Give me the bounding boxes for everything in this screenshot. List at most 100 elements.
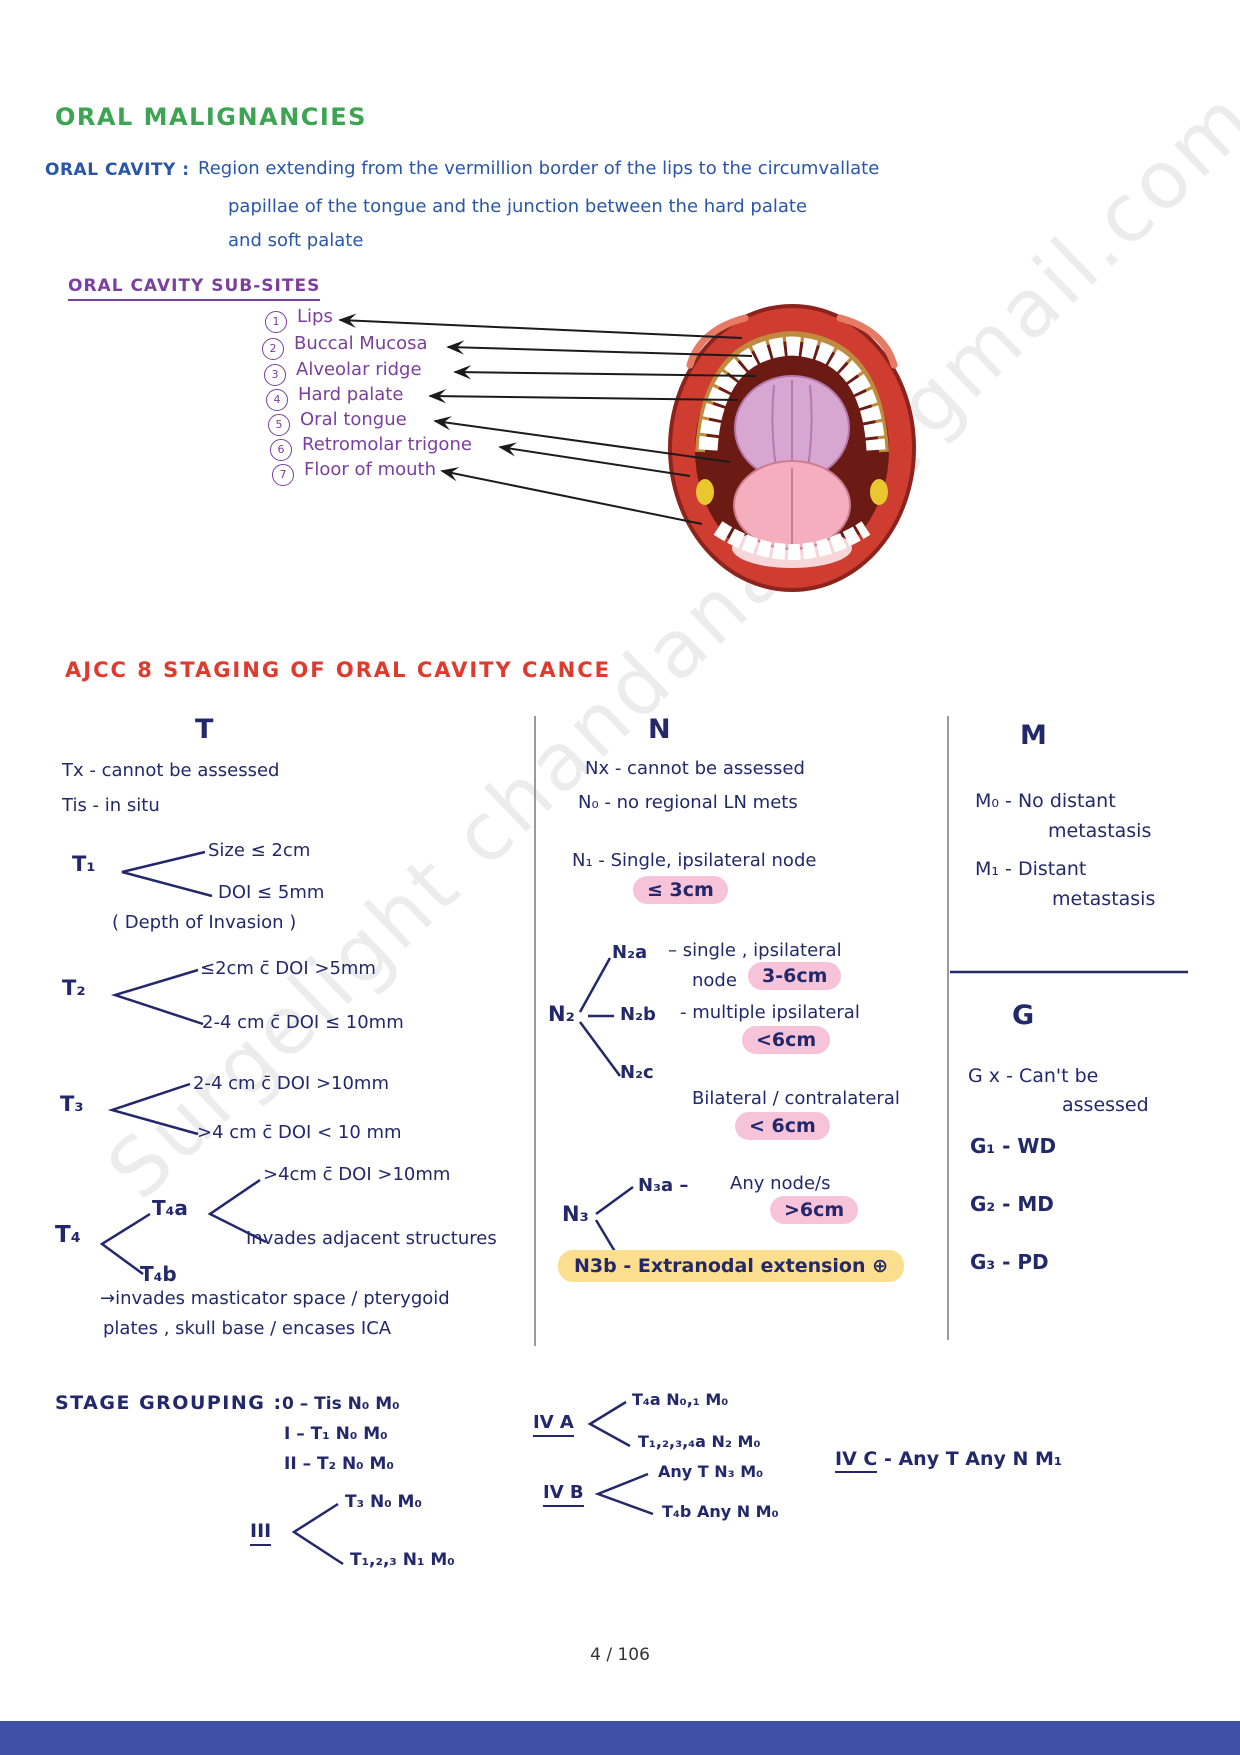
arrow-floor-of-mouth [440,467,703,525]
definition-label: ORAL CAVITY : [45,160,190,180]
definition-line2: papillae of the tongue and the junction … [228,196,808,217]
arrow-retromolar-trigone [498,442,691,477]
g1-definition: G₁ - WD [970,1134,1057,1158]
item-number: 6 [270,438,292,461]
item-number: 5 [268,413,290,436]
subsite-label: Buccal Mucosa [294,333,428,354]
footer-bar [0,1721,1240,1755]
subsite-label: Lips [297,306,333,327]
t1-upper: Size ≤ 2cm [208,840,311,861]
n2b-size-highlight: <6cm [742,1026,831,1054]
branch-stage4a [587,1400,631,1448]
g2-definition: G₂ - MD [970,1192,1054,1216]
stage-1-row: I – T₁ N₀ M₀ [284,1424,388,1444]
stage-3-label: III [250,1520,272,1546]
n2c-label: N₂c [620,1062,654,1083]
n3a-label: N₃a – [638,1175,689,1196]
nx-definition: Nx - cannot be assessed [585,758,805,779]
item-number: 7 [272,463,294,486]
t4a-upper: >4cm c̄ DOI >10mm [263,1164,451,1185]
n3-label: N₃ [562,1202,589,1226]
t1-lower: DOI ≤ 5mm [218,882,325,903]
n1-size-highlight: ≤ 3cm [633,876,728,904]
list-item: 5 Oral tongue [268,409,407,436]
arrow-oral-tongue [433,416,731,463]
stage-4b-label: IV B [543,1482,584,1507]
t3-label: T₃ [60,1092,84,1116]
t-header: T [195,714,214,745]
retromolar-trigone-left [696,479,714,505]
g3-definition: G₃ - PD [970,1250,1049,1274]
stage-4a-upper: T₄a N₀,₁ M₀ [632,1390,729,1409]
m1-line2: metastasis [1052,888,1156,910]
stage-4c-text: - Any T Any N M₁ [883,1448,1063,1470]
t1-note: ( Depth of Invasion ) [112,912,297,933]
t4-label: T₄ [55,1222,81,1248]
m1-line1: M₁ - Distant [975,858,1087,880]
stage-4c-row: IV C - Any T Any N M₁ [835,1448,1063,1473]
stage-grouping-heading: STAGE GROUPING : [55,1392,283,1414]
stage-3-upper: T₃ N₀ M₀ [345,1492,422,1512]
t3-lower: >4 cm c̄ DOI < 10 mm [197,1122,402,1143]
subsite-label: Hard palate [298,384,404,405]
n2a-size-highlight: 3-6cm [748,962,842,990]
stage-4a-label: IV A [533,1412,574,1437]
branch-t2 [110,968,204,1026]
n-header: N [648,714,671,745]
n3a-size-highlight: >6cm [770,1196,859,1224]
subsite-label: Floor of mouth [304,459,436,480]
stage-4b-lower: T₄b Any N M₀ [662,1502,779,1521]
gx-line1: G x - Can't be [968,1065,1099,1087]
page-title: ORAL MALIGNANCIES [55,103,367,131]
page-number: 4 / 106 [590,1645,650,1665]
staging-heading: AJCC 8 STAGING OF ORAL CAVITY CANCE [65,658,611,682]
tis-definition: Tis - in situ [62,795,160,816]
stage-2-row: II – T₂ N₀ M₀ [284,1454,394,1474]
n2c-text: Bilateral / contralateral [692,1088,900,1109]
t2-lower: 2-4 cm c̄ DOI ≤ 10mm [202,1012,404,1033]
t4b-label: T₄b [140,1262,177,1286]
n2c-size-highlight: < 6cm [735,1112,830,1140]
n0-definition: N₀ - no regional LN mets [578,792,798,813]
t4b-line2: plates , skull base / encases ICA [103,1318,392,1339]
m0-line2: metastasis [1048,820,1152,842]
n1-definition: N₁ - Single, ipsilateral node [572,850,817,871]
n2a-text: – single , ipsilateral [668,940,842,961]
subsite-label: Oral tongue [300,409,407,430]
stage-4a-lower: T₁,₂,₃,₄a N₂ M₀ [638,1432,761,1451]
list-item: 7 Floor of mouth [272,459,436,486]
item-number: 1 [265,310,287,333]
branch-n2 [578,957,622,1077]
n2-label: N₂ [548,1002,575,1026]
arrow-alveolar-ridge [453,365,757,380]
list-item: 4 Hard palate [266,384,403,411]
stage-4c-label: IV C [835,1448,878,1473]
branch-stage4b [594,1472,654,1516]
list-item: 2 Buccal Mucosa [262,333,428,360]
arrow-hard-palate [428,389,739,404]
n2a-label: N₂a [612,942,648,963]
list-item: 3 Alveolar ridge [264,359,422,386]
item-number: 3 [264,363,286,386]
n3a-text: Any node/s [730,1173,831,1194]
n3b-highlight: N3b - Extranodal extension ⊕ [558,1250,905,1282]
branch-stage3 [291,1502,344,1566]
n2b-text: - multiple ipsilateral [680,1002,860,1023]
n2b-label: N₂b [620,1004,656,1025]
subsite-label: Alveolar ridge [296,359,422,380]
item-number: 4 [266,388,288,411]
stage-4b-upper: Any T N₃ M₀ [658,1462,764,1481]
n2a-text2: node [692,970,737,991]
g-header: G [1012,1000,1035,1031]
gx-line2: assessed [1062,1094,1149,1116]
definition-line1: Region extending from the vermillion bor… [198,158,880,179]
t2-label: T₂ [62,976,86,1000]
arrow-buccal-mucosa [446,340,753,357]
item-number: 2 [262,337,284,360]
t4b-line1: →invades masticator space / pterygoid [100,1288,450,1309]
t4a-label: T₄a [152,1196,188,1220]
m-header: M [1020,720,1047,751]
t1-label: T₁ [72,852,96,876]
